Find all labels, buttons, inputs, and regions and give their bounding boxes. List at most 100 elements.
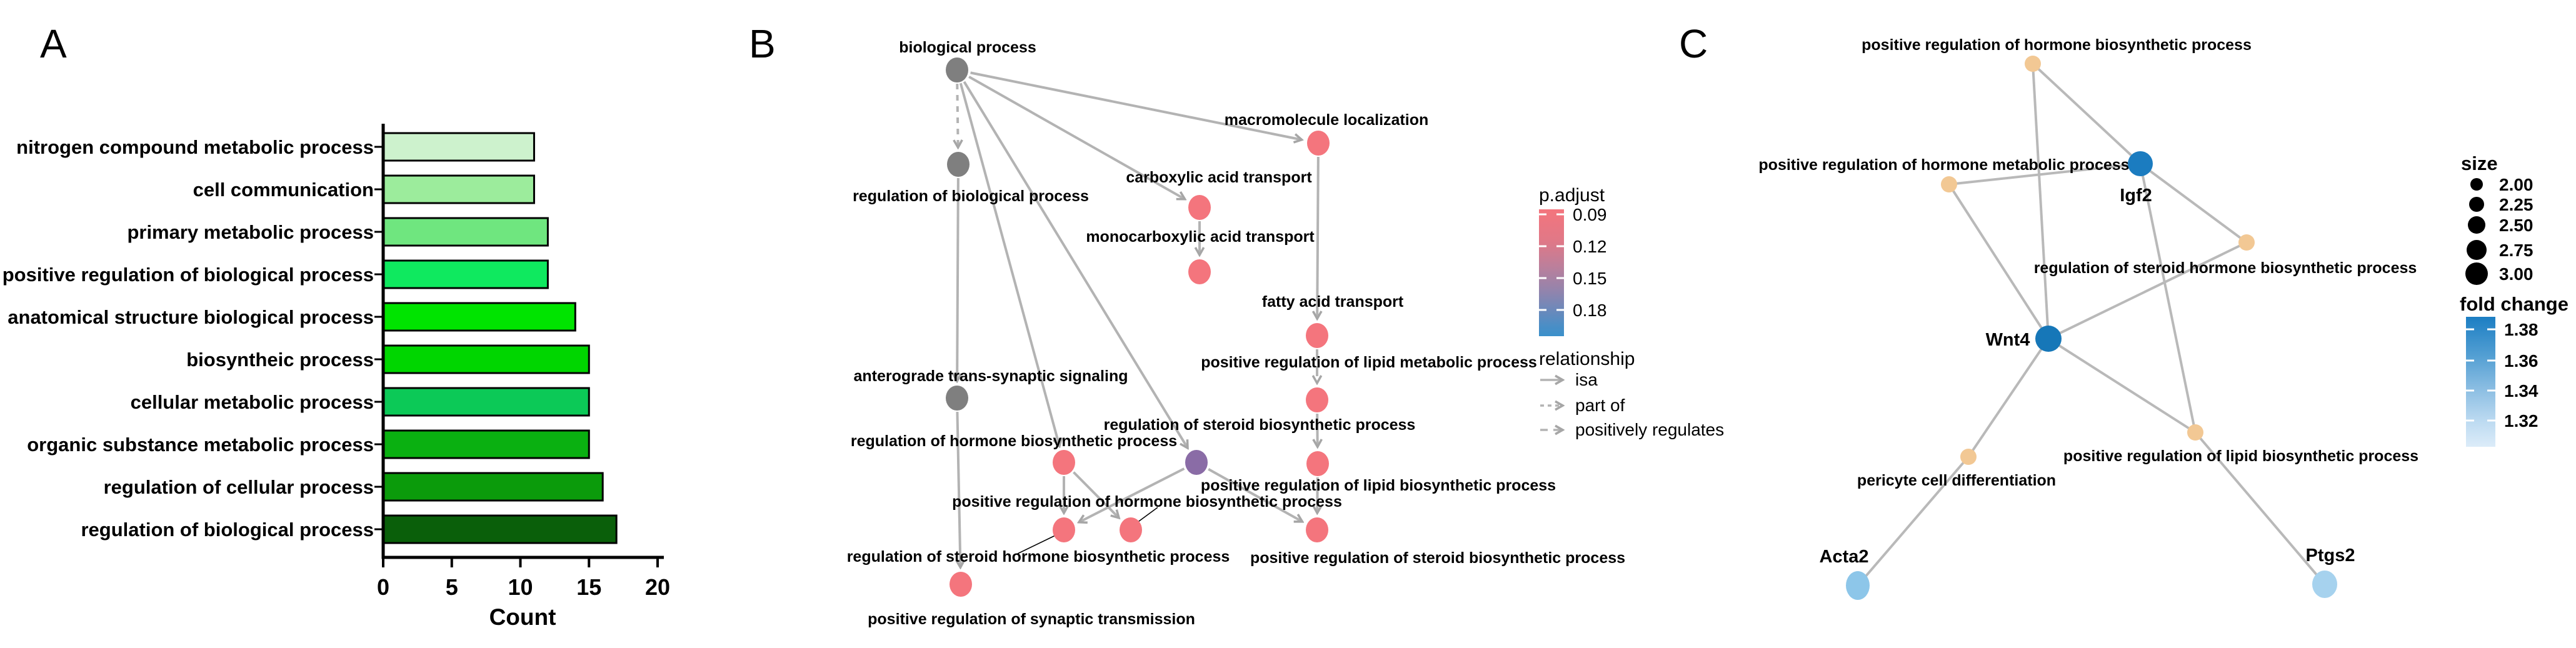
bar-0 xyxy=(382,132,535,162)
edge-ats-prst xyxy=(957,411,960,567)
bar-category-label: positive regulation of biological proces… xyxy=(3,264,374,286)
x-tick-label: 0 xyxy=(377,574,389,600)
panel-c-letter: C xyxy=(1679,21,1708,66)
term-label: positive regulation of lipid biosyntheti… xyxy=(2063,447,2418,465)
net-edge-prhbC-igf2 xyxy=(2032,62,2142,165)
label-leader-line xyxy=(1017,534,1057,554)
go-node-label: regulation of biological process xyxy=(853,187,1089,205)
net-node-pcd xyxy=(1960,449,1977,465)
net-edge-wnt4-pcd xyxy=(1967,337,2050,458)
fold-change-tick-label: 1.32 xyxy=(2504,411,2538,431)
net-edge-prhmC-igf2 xyxy=(1948,162,2141,186)
go-node-rsb xyxy=(1185,450,1208,475)
bar-category-label: nitrogen compound metabolic process xyxy=(16,136,374,158)
gene-label: Ptgs2 xyxy=(2306,546,2355,566)
bar-category-label: cell communication xyxy=(193,179,374,201)
x-tick-label: 15 xyxy=(576,574,601,600)
edge-rsb-prsb xyxy=(1208,467,1302,522)
go-node-label: positive regulation of lipid metabolic p… xyxy=(1201,354,1537,371)
go-node-prlm xyxy=(1306,387,1328,412)
net-node-igf2 xyxy=(2128,151,2153,176)
net-edge-prlbC-ptgs2 xyxy=(2194,431,2326,586)
net-node-rshbC xyxy=(2238,234,2255,251)
go-node-prhb xyxy=(1120,517,1142,542)
bar-6 xyxy=(382,387,590,417)
panel-a-bar-chart: nitrogen compound metabolic process cell … xyxy=(3,124,670,600)
size-legend-label: 3.00 xyxy=(2499,264,2533,284)
panel-c-gene-network: positive regulation of hormone biosynthe… xyxy=(1758,36,2538,600)
net-node-acta2 xyxy=(1846,571,1870,600)
go-node-label: regulation of steroid hormone biosynthet… xyxy=(847,548,1230,566)
size-legend-dot xyxy=(2465,262,2488,285)
x-tick-label: 10 xyxy=(508,574,533,600)
bar-category-label: anatomical structure biological process xyxy=(8,306,374,328)
edge-bp-rsb xyxy=(963,81,1187,448)
x-tick-label: 5 xyxy=(446,574,458,600)
x-tick-label: 20 xyxy=(645,574,670,600)
bar-category-label: cellular metabolic process xyxy=(131,391,374,413)
term-label: regulation of steroid hormone biosynthet… xyxy=(2034,259,2417,277)
go-node-cat xyxy=(1188,195,1211,220)
go-node-label: positive regulation of synaptic transmis… xyxy=(868,611,1195,628)
go-node-ml xyxy=(1307,131,1330,156)
bar-3 xyxy=(382,259,549,289)
gene-label: Wnt4 xyxy=(1986,330,2030,350)
relationship-item-label: isa xyxy=(1575,370,1598,389)
fold-change-tick-label: 1.34 xyxy=(2504,381,2538,401)
go-node-rshb xyxy=(1053,517,1075,542)
go-node-rhb xyxy=(1053,450,1075,475)
net-edge-prhbC-wnt4 xyxy=(2032,63,2050,339)
bar-category-label: biosyntheic process xyxy=(186,349,374,371)
edge-rhb-prhb xyxy=(1073,471,1119,518)
go-node-label: carboxylic acid transport xyxy=(1126,169,1312,186)
padjust-tick-label: 0.12 xyxy=(1573,237,1607,256)
bar-1 xyxy=(382,174,535,204)
bar-7 xyxy=(382,429,590,459)
size-legend-label: 2.25 xyxy=(2499,195,2533,214)
go-node-label: macromolecule localization xyxy=(1225,111,1429,129)
fold-change-tick-label: 1.38 xyxy=(2504,320,2538,339)
go-node-rbp xyxy=(947,152,970,177)
bar-4 xyxy=(382,302,576,332)
net-node-prhmC xyxy=(1941,176,1957,192)
net-edge-prhmC-wnt4 xyxy=(1948,183,2050,340)
go-node-label: fatty acid transport xyxy=(1262,293,1404,311)
padjust-tick-label: 0.09 xyxy=(1573,205,1607,224)
bar-category-label: regulation of biological process xyxy=(81,519,374,541)
panel-a-letter: A xyxy=(40,21,67,66)
bar-category-label: organic substance metabolic process xyxy=(27,434,374,456)
go-node-prlb xyxy=(1306,451,1329,476)
go-node-label: positive regulation of hormone biosynthe… xyxy=(952,493,1342,511)
net-edge-pcd-acta2 xyxy=(1857,456,1970,587)
size-legend-label: 2.00 xyxy=(2499,175,2533,194)
net-edge-rshbC-igf2 xyxy=(2139,162,2248,244)
edge-ml-fat xyxy=(1317,156,1318,319)
net-edge-igf2-prlbC xyxy=(2139,163,2197,433)
net-node-ptgs2 xyxy=(2312,571,2337,598)
net-node-prlbC xyxy=(2187,424,2203,441)
go-node-ats xyxy=(946,386,968,411)
term-label: positive regulation of hormone metabolic… xyxy=(1758,156,2129,174)
go-node-label: biological process xyxy=(899,39,1036,56)
go-node-label: regulation of steroid biosynthetic proce… xyxy=(1104,416,1416,434)
size-legend-title: size xyxy=(2461,152,2498,174)
go-node-bp xyxy=(946,57,968,82)
gene-label: Igf2 xyxy=(2120,186,2152,206)
relationship-legend-title: relationship xyxy=(1539,349,1635,369)
edge-rsb-rshb xyxy=(1079,467,1185,522)
x-axis-title: Count xyxy=(489,604,556,630)
go-node-label: positive regulation of steroid biosynthe… xyxy=(1250,549,1625,567)
go-node-label: monocarboxylic acid transport xyxy=(1086,228,1315,246)
relationship-item-label: positively regulates xyxy=(1575,420,1724,439)
bar-category-label: regulation of cellular process xyxy=(104,476,374,498)
padjust-legend-title: p.adjust xyxy=(1539,185,1605,206)
net-edge-rshbC-wnt4 xyxy=(2048,241,2247,340)
go-node-prsb xyxy=(1306,517,1328,542)
padjust-colorbar xyxy=(1539,209,1564,336)
bar-9 xyxy=(382,514,618,544)
go-node-label: anterograde trans-synaptic signaling xyxy=(854,367,1128,385)
go-node-label: positive regulation of lipid biosyntheti… xyxy=(1201,477,1556,494)
net-node-wnt4 xyxy=(2035,326,2062,352)
